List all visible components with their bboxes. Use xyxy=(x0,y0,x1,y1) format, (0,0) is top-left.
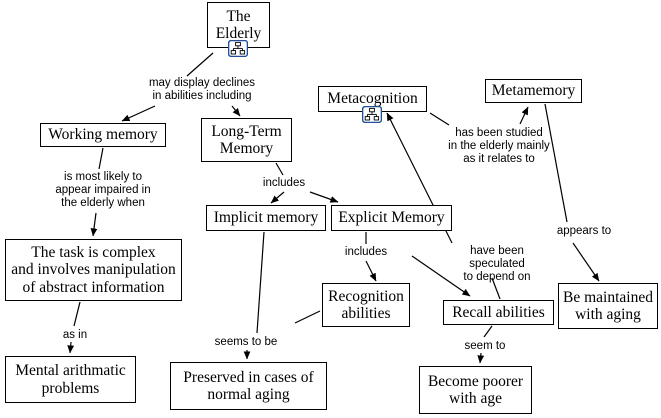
node-recall-abilities[interactable]: Recall abilities xyxy=(443,300,554,325)
link-metamem-to-appears xyxy=(544,103,568,223)
link-recall-to-seemto xyxy=(483,325,493,338)
link-declines-to-working xyxy=(121,105,156,122)
link-includes2-to-recognition xyxy=(365,260,377,282)
node-mental-arithmatic[interactable]: Mental arithmatic problems xyxy=(5,356,136,403)
link-recall-to-speculated xyxy=(491,277,501,300)
link-studied-to-metamem xyxy=(519,106,529,125)
link-includes1-to-explicit xyxy=(309,191,339,203)
link-label-has-been-studied: has been studied in the elderly mainly a… xyxy=(448,127,550,165)
link-label-includes-ltm: includes xyxy=(262,177,306,189)
link-seemto-to-poorer xyxy=(477,352,485,364)
node-metamemory[interactable]: Metamemory xyxy=(485,79,582,103)
node-working-memory[interactable]: Working memory xyxy=(40,123,166,147)
link-asin-to-mental xyxy=(67,341,75,354)
link-declines-to-ltm xyxy=(231,105,241,117)
node-preserved[interactable]: Preserved in cases of normal aging xyxy=(170,362,327,410)
node-the-elderly[interactable]: The Elderly xyxy=(207,2,270,48)
link-implicit-to-seemstobe xyxy=(256,231,265,334)
cmap-resource-icon-metacognition[interactable] xyxy=(362,106,382,123)
link-metacog-to-studied xyxy=(429,112,450,126)
link-label-as-in: as in xyxy=(62,329,88,341)
link-label-seem-to: seem to xyxy=(464,340,506,352)
cmap-resource-icon-elderly[interactable] xyxy=(228,40,248,57)
node-implicit-memory[interactable]: Implicit memory xyxy=(206,205,326,231)
link-appears-to-maintained xyxy=(572,242,600,282)
link-recognition-to-seemstobe xyxy=(294,310,321,324)
node-recognition-abilities[interactable]: Recognition abilities xyxy=(322,283,410,327)
link-label-includes-explicit: includes xyxy=(344,246,388,258)
link-label-have-been-speculated: have been speculated to depend on xyxy=(463,245,531,283)
link-elderly-to-declines xyxy=(186,52,214,77)
link-label-seems-to-be: seems to be xyxy=(214,336,278,348)
link-ltm-to-includes1 xyxy=(275,162,284,176)
link-impaired-to-task xyxy=(90,212,98,237)
link-task-to-asin xyxy=(73,301,81,327)
link-label-appears-to: appears to xyxy=(556,225,612,237)
node-be-maintained[interactable]: Be maintained with aging xyxy=(558,283,658,329)
node-task-complex[interactable]: The task is complex and involves manipul… xyxy=(5,239,182,301)
node-become-poorer[interactable]: Become poorer with age xyxy=(419,366,532,414)
node-long-term-memory[interactable]: Long-Term Memory xyxy=(201,118,292,162)
link-working-to-impaired xyxy=(98,147,104,170)
node-explicit-memory[interactable]: Explicit Memory xyxy=(331,205,452,231)
link-includes1-to-implicit xyxy=(270,191,285,204)
link-includes2-to-recall xyxy=(411,255,471,297)
link-label-may-display-declines: may display declines in abilities includ… xyxy=(148,77,256,102)
link-label-most-likely-impaired: is most likely to appear impaired in the… xyxy=(55,171,151,209)
